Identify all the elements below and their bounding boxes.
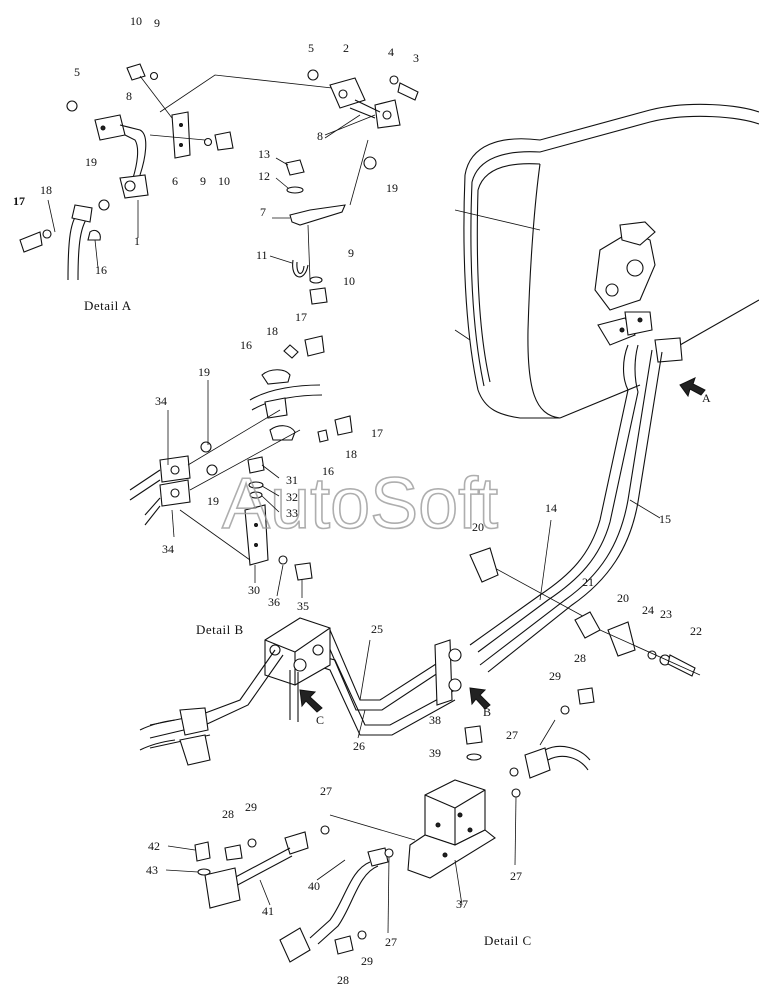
- callout-18b: 18: [266, 324, 278, 338]
- callout-12: 12: [258, 169, 270, 183]
- callout-28c: 28: [337, 973, 349, 987]
- callout-19: 19: [85, 155, 97, 169]
- detail-a-parts: [19, 63, 419, 305]
- callout-2: 2: [343, 41, 349, 55]
- callout-43: 43: [146, 863, 158, 877]
- callout-11: 11: [256, 248, 268, 262]
- callout-10: 10: [130, 14, 142, 28]
- callout-22: 22: [690, 624, 702, 638]
- clamp-assembly-right: [469, 547, 701, 677]
- callout-5: 5: [74, 65, 80, 79]
- view-arrow-c: C: [299, 689, 324, 727]
- leader-lines: [47, 114, 661, 934]
- callout-40: 40: [308, 879, 320, 893]
- callout-16: 16: [95, 263, 107, 277]
- callout-18: 18: [40, 183, 52, 197]
- callout-32: 32: [286, 490, 298, 504]
- callout-8b: 8: [317, 129, 323, 143]
- hydraulic-tank: [454, 103, 759, 419]
- detail-b-parts: [129, 335, 353, 581]
- callout-38: 38: [429, 713, 441, 727]
- callout-36: 36: [268, 595, 280, 609]
- callout-23: 23: [660, 607, 672, 621]
- callout-27: 27: [506, 728, 518, 742]
- callout-10c: 10: [343, 274, 355, 288]
- detail-a-caption: Detail A: [84, 298, 132, 313]
- valve-block: [139, 617, 331, 766]
- callout-34: 34: [155, 394, 167, 408]
- callout-31: 31: [286, 473, 298, 487]
- callout-28b: 28: [222, 807, 234, 821]
- view-arrow-a: A: [679, 377, 711, 405]
- callout-42: 42: [148, 839, 160, 853]
- callout-29b: 29: [245, 800, 257, 814]
- callout-15: 15: [659, 512, 671, 526]
- callout-16c: 16: [322, 464, 334, 478]
- view-arrow-c-label: C: [316, 713, 324, 727]
- callout-29: 29: [549, 669, 561, 683]
- callout-28: 28: [574, 651, 586, 665]
- callout-20b: 20: [617, 591, 629, 605]
- pipe-14: [469, 344, 639, 653]
- callout-41: 41: [262, 904, 274, 918]
- callout-1: 1: [134, 234, 140, 248]
- view-arrow-b: B: [469, 687, 491, 719]
- detail-c-caption: Detail C: [484, 933, 532, 948]
- callout-5b: 5: [308, 41, 314, 55]
- callout-17b: 17: [295, 310, 307, 324]
- callout-9c: 9: [348, 246, 354, 260]
- callout-20: 20: [472, 520, 484, 534]
- callout-27b: 27: [320, 784, 332, 798]
- callout-30: 30: [248, 583, 260, 597]
- callout-13: 13: [258, 147, 270, 161]
- callout-16b: 16: [240, 338, 252, 352]
- callout-33: 33: [286, 506, 298, 520]
- callout-26: 26: [353, 739, 365, 753]
- callout-17c: 17: [371, 426, 383, 440]
- callout-18c: 18: [345, 447, 357, 461]
- callout-25: 25: [371, 622, 383, 636]
- tank-port-assembly: [594, 221, 683, 363]
- view-arrow-a-label: A: [702, 391, 711, 405]
- callout-14: 14: [545, 501, 557, 515]
- watermark-text: AutoSoft: [222, 464, 498, 544]
- callout-6: 6: [172, 174, 178, 188]
- callout-9b: 9: [200, 174, 206, 188]
- callout-19c: 19: [198, 365, 210, 379]
- callout-3: 3: [413, 51, 419, 65]
- callout-4: 4: [388, 45, 394, 59]
- callout-19b: 19: [386, 181, 398, 195]
- callout-21: 21: [582, 575, 594, 589]
- callout-34b: 34: [162, 542, 174, 556]
- detail-c-parts: [194, 687, 595, 963]
- callout-10b: 10: [218, 174, 230, 188]
- callout-27d: 27: [385, 935, 397, 949]
- callout-39: 39: [429, 746, 441, 760]
- callout-19d: 19: [207, 494, 219, 508]
- callout-27c: 27: [510, 869, 522, 883]
- callout-29c: 29: [361, 954, 373, 968]
- callout-8: 8: [126, 89, 132, 103]
- callout-35: 35: [297, 599, 309, 613]
- detail-b-caption: Detail B: [196, 622, 244, 637]
- callout-9: 9: [154, 16, 160, 30]
- bracket-b: [434, 639, 462, 706]
- pipe-15: [479, 349, 663, 673]
- view-arrow-b-label: B: [483, 705, 491, 719]
- callout-7: 7: [260, 205, 266, 219]
- callout-17: 17: [13, 194, 25, 208]
- callout-24: 24: [642, 603, 654, 617]
